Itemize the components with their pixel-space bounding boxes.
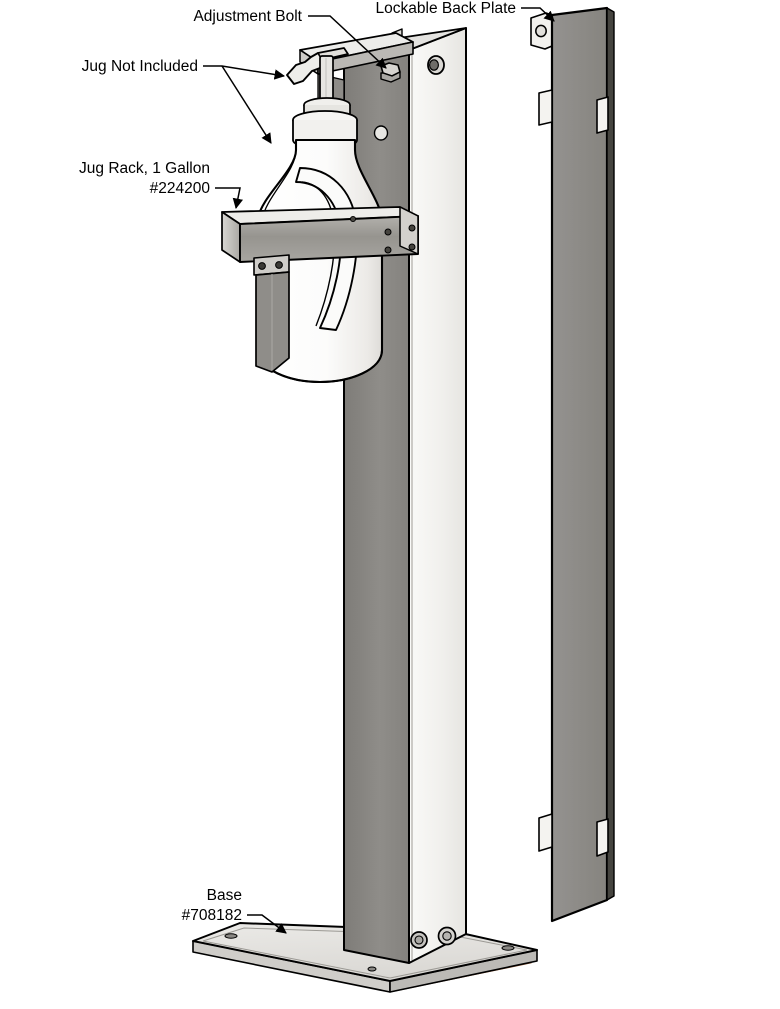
part-vertical-column: [343, 27, 467, 964]
rack-strap-bolt-1: [258, 262, 266, 270]
callout-adjustment-bolt: Adjustment Bolt: [193, 8, 387, 69]
rack-fastener-4: [408, 243, 416, 251]
callout-jug-not-included-leader-body: [221, 65, 272, 144]
column-base-bolts: [410, 926, 457, 949]
callout-jug-not-included-leader-spout: [203, 65, 286, 80]
base-bolt-right-inner: [442, 931, 452, 941]
rack-front-band: [239, 215, 419, 263]
callout-jug-not-included: Jug Not Included: [82, 58, 286, 144]
callout-jug-rack-leader: [215, 187, 244, 210]
rack-fastener-5: [349, 215, 357, 223]
rack-fastener-1: [384, 228, 392, 236]
rack-strap-bolt-2: [275, 261, 283, 269]
back-plate-tab-upper-left: [538, 89, 553, 126]
callout-lockable-back-plate-label: Lockable Back Plate: [376, 0, 516, 17]
rack-fastener-3: [408, 224, 416, 232]
rack-right-return: [399, 206, 419, 255]
back-plate-right-edge: [606, 7, 615, 901]
callout-base: Base #708182: [182, 887, 287, 934]
callout-jug-not-included-label: Jug Not Included: [82, 58, 198, 75]
back-plate-lock-hole: [535, 24, 547, 38]
callout-layer: Adjustment Bolt Lockable Back Plate Jug …: [79, 0, 555, 934]
base-plate-slot-left: [224, 933, 238, 939]
column-lock-hole-inner: [429, 59, 440, 71]
part-jug-rack-bracket: [221, 206, 419, 373]
callout-adjustment-bolt-leader: [308, 15, 387, 69]
back-plate-tab-lower-left: [538, 813, 553, 852]
callout-base-leader: [247, 914, 287, 934]
callout-base-part-number: #708182: [182, 907, 242, 924]
callout-jug-rack-part-number: #224200: [150, 180, 211, 197]
column-right-face: [408, 27, 467, 964]
back-plate-tab-upper-right: [596, 96, 609, 134]
back-plate-face: [550, 6, 609, 923]
base-bolt-left-inner: [414, 935, 424, 945]
callout-lockable-back-plate: Lockable Back Plate: [376, 0, 555, 22]
callout-base-label: Base: [207, 887, 242, 904]
adjustment-bolt-shank: [380, 71, 401, 83]
callout-jug-rack: Jug Rack, 1 Gallon #224200: [79, 160, 244, 210]
rack-fastener-2: [384, 246, 392, 254]
back-plate-tab-lower-right: [596, 818, 609, 857]
base-plate-slot-front: [367, 966, 377, 972]
callout-jug-rack-label: Jug Rack, 1 Gallon: [79, 160, 210, 177]
callout-adjustment-bolt-label: Adjustment Bolt: [193, 8, 302, 25]
base-plate-slot-right: [501, 945, 515, 951]
part-lockable-back-plate: [530, 6, 615, 923]
top-bracket-front-band: [317, 41, 414, 75]
column-fastener-hole: [373, 125, 389, 141]
callout-lockable-back-plate-leader: [521, 7, 555, 22]
